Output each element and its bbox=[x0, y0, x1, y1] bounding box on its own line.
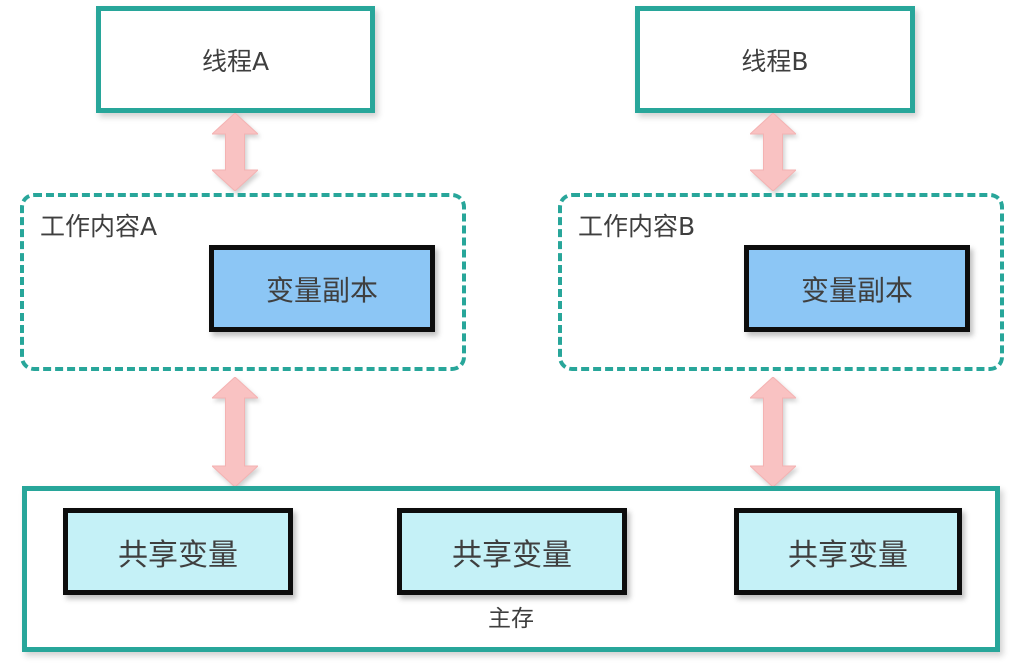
shared-variable-label: 共享变量 bbox=[452, 537, 572, 573]
thread-a-box: 线程A bbox=[96, 6, 375, 113]
working-memory-b-box: 工作内容B 变量副本 bbox=[558, 193, 1004, 371]
bidirectional-arrow-icon bbox=[750, 113, 796, 191]
working-memory-a-box: 工作内容A 变量副本 bbox=[20, 193, 466, 371]
shared-variable-label: 共享变量 bbox=[788, 537, 908, 573]
variable-copy-a-label: 变量副本 bbox=[265, 273, 378, 307]
variable-copy-b-label: 变量副本 bbox=[800, 273, 913, 307]
shared-variable-label: 共享变量 bbox=[118, 537, 238, 573]
variable-copy-b-box: 变量副本 bbox=[744, 245, 970, 332]
variable-copy-a-box: 变量副本 bbox=[209, 245, 435, 332]
working-memory-b-label: 工作内容B bbox=[578, 212, 696, 241]
bidirectional-arrow-icon bbox=[750, 377, 796, 487]
shared-variable-box: 共享变量 bbox=[734, 508, 962, 595]
thread-b-box: 线程B bbox=[635, 6, 915, 113]
working-memory-a-label: 工作内容A bbox=[40, 212, 158, 241]
thread-a-label: 线程A bbox=[201, 46, 270, 76]
thread-b-label: 线程B bbox=[741, 46, 809, 76]
bidirectional-arrow-icon bbox=[212, 113, 258, 191]
main-memory-label: 主存 bbox=[488, 606, 534, 632]
main-memory-box: 共享变量 共享变量 共享变量 主存 bbox=[22, 486, 1000, 652]
shared-variable-box: 共享变量 bbox=[397, 508, 627, 595]
bidirectional-arrow-icon bbox=[212, 377, 258, 487]
shared-variable-box: 共享变量 bbox=[63, 508, 293, 595]
